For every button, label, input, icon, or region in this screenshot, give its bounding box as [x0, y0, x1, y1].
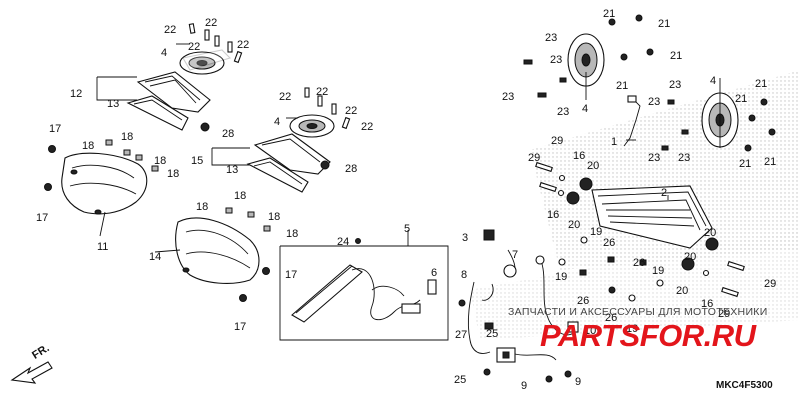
callout-16: 16 [573, 150, 585, 162]
callout-21: 21 [739, 158, 751, 170]
callout-9: 9 [521, 380, 527, 392]
callout-18: 18 [234, 190, 246, 202]
wire-harness [458, 229, 579, 383]
callout-22: 22 [205, 17, 217, 29]
callout-26: 26 [633, 257, 645, 269]
callout-22: 22 [188, 41, 200, 53]
callout-4: 4 [582, 103, 588, 115]
callout-12: 12 [70, 88, 82, 100]
callout-18: 18 [154, 155, 166, 167]
callout-21: 21 [755, 78, 767, 90]
callout-29: 29 [528, 152, 540, 164]
callout-4: 4 [274, 116, 280, 128]
callout-22: 22 [345, 105, 357, 117]
watermark-logo: PARTSFOR.RU [540, 318, 756, 353]
callout-21: 21 [603, 8, 615, 20]
diagram-code: MKC4F5300 [716, 380, 773, 391]
callout-20: 20 [676, 285, 688, 297]
callout-13: 13 [226, 164, 238, 176]
callout-25: 25 [486, 328, 498, 340]
callout-23: 23 [678, 152, 690, 164]
callout-22: 22 [237, 39, 249, 51]
callout-23: 23 [550, 54, 562, 66]
callout-17: 17 [285, 269, 297, 281]
callout-29: 29 [718, 308, 730, 320]
callout-29: 29 [764, 278, 776, 290]
callout-16: 16 [547, 209, 559, 221]
callout-19: 19 [590, 226, 602, 238]
callout-23: 23 [557, 106, 569, 118]
callout-17: 17 [234, 321, 246, 333]
front-speaker-group-upper [126, 23, 243, 132]
callout-13: 13 [107, 98, 119, 110]
callout-20: 20 [587, 160, 599, 172]
callout-23: 23 [648, 152, 660, 164]
callout-20: 20 [704, 227, 716, 239]
front-direction-arrow [10, 361, 53, 384]
callout-5: 5 [404, 223, 410, 235]
callout-7: 7 [512, 249, 518, 261]
callout-28: 28 [345, 163, 357, 175]
callout-20: 20 [684, 251, 696, 263]
callout-18: 18 [121, 131, 133, 143]
callout-4: 4 [161, 47, 167, 59]
rear-speaker-upper [523, 14, 654, 98]
antenna-assembly-box [279, 238, 449, 341]
callout-21: 21 [658, 18, 670, 30]
callout-6: 6 [431, 267, 437, 279]
callout-18: 18 [82, 140, 94, 152]
callout-17: 17 [49, 123, 61, 135]
callout-24: 24 [337, 236, 349, 248]
callout-8: 8 [461, 269, 467, 281]
callout-16: 16 [701, 298, 713, 310]
callout-19: 19 [652, 265, 664, 277]
callout-26: 26 [577, 295, 589, 307]
callout-26: 26 [605, 312, 617, 324]
callout-18: 18 [196, 201, 208, 213]
callout-23: 23 [545, 32, 557, 44]
callout-10: 10 [584, 325, 596, 337]
callout-18: 18 [167, 168, 179, 180]
callout-29: 29 [551, 135, 563, 147]
callout-23: 23 [669, 79, 681, 91]
speaker-cover-upper [44, 139, 159, 215]
callout-22: 22 [361, 121, 373, 133]
callout-18: 18 [286, 228, 298, 240]
callout-1: 1 [611, 136, 617, 148]
callout-19: 19 [555, 271, 567, 283]
callout-14: 14 [149, 251, 161, 263]
callout-27: 27 [455, 329, 467, 341]
callout-19: 19 [626, 323, 638, 335]
callout-17: 17 [36, 212, 48, 224]
callout-21: 21 [735, 93, 747, 105]
callout-21: 21 [616, 80, 628, 92]
leader-lines [96, 43, 721, 253]
callout-26: 26 [603, 237, 615, 249]
callout-22: 22 [316, 86, 328, 98]
callout-9: 9 [575, 376, 581, 388]
front-speaker-group-lower [246, 87, 351, 193]
watermark-text: ЗАПЧАСТИ И АКСЕССУАРЫ ДЛЯ МОТОТЕХНИКИ [508, 306, 768, 318]
callout-23: 23 [648, 96, 660, 108]
callout-22: 22 [279, 91, 291, 103]
callout-11: 11 [97, 241, 108, 253]
callout-21: 21 [764, 156, 776, 168]
callout-28: 28 [222, 128, 234, 140]
callout-20: 20 [568, 219, 580, 231]
callout-21: 21 [670, 50, 682, 62]
callout-22: 22 [164, 24, 176, 36]
callout-2: 2 [661, 187, 667, 199]
callout-15: 15 [191, 155, 203, 167]
speaker-cover-lower [175, 207, 271, 302]
callout-25: 25 [454, 374, 466, 386]
audio-unit [535, 161, 745, 302]
callout-3: 3 [462, 232, 468, 244]
callout-18: 18 [268, 211, 280, 223]
callout-4: 4 [710, 75, 716, 87]
callout-23: 23 [502, 91, 514, 103]
